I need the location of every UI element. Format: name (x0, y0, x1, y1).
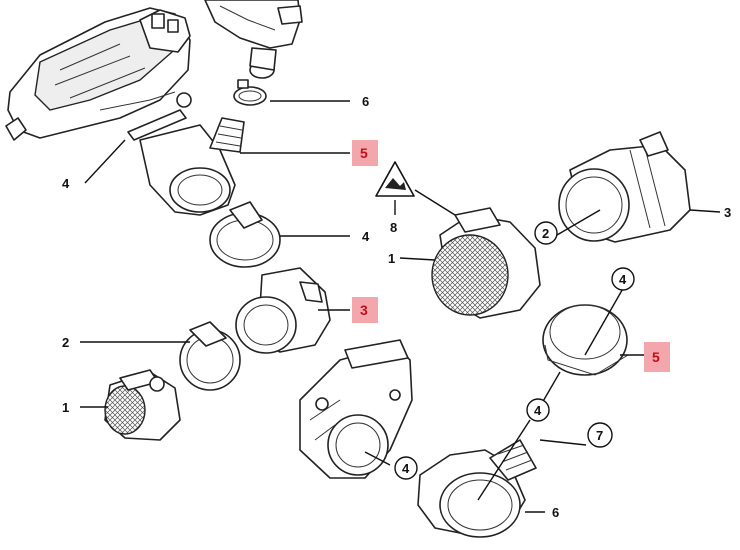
label-7-circle (587, 422, 613, 448)
rubber-boot-right-3 (558, 131, 691, 243)
label-4-left: 4 (62, 176, 70, 191)
intake-boot-upper (139, 117, 245, 216)
air-filter-housing (5, 7, 191, 141)
hose-clamp-2-left (179, 321, 241, 391)
label-6-bottom: 6 (552, 505, 559, 520)
label-3-highlight: 3 (352, 297, 378, 323)
label-4-throttle-circle (394, 456, 418, 480)
label-3-left: 3 (360, 302, 368, 318)
label-7: 7 (596, 428, 603, 443)
throttle-body (299, 339, 413, 479)
sealing-ring-5 (542, 304, 629, 376)
label-5-right: 5 (652, 349, 660, 365)
label-4-right-circle (611, 267, 635, 291)
label-2-right: 2 (542, 226, 549, 241)
label-2-left: 2 (62, 335, 69, 350)
label-4-lower-circle (526, 398, 550, 422)
leader-lines (80, 100, 721, 513)
rubber-coupling-3 (235, 267, 331, 354)
top-center-component (204, 0, 303, 79)
hose-clamp-6-top (233, 79, 267, 106)
hose-clamp-4-mid (209, 201, 281, 268)
label-4-lower: 4 (534, 403, 542, 418)
label-4-right: 4 (619, 272, 627, 287)
label-3-right: 3 (724, 205, 731, 220)
label-4-throttle: 4 (402, 461, 410, 476)
air-mass-meter-left (104, 369, 181, 441)
warning-triangle-sign (375, 161, 415, 197)
air-mass-meter-right (431, 207, 541, 319)
callout-labels: 6 5 4 4 3 2 1 1 8 2 3 4 5 4 4 7 6 (62, 94, 731, 520)
housing-clamp-bolt (127, 92, 192, 141)
label-1-right: 1 (388, 251, 395, 266)
label-4-clamp: 4 (362, 229, 370, 244)
label-5-top: 5 (360, 145, 368, 161)
label-2-right-circle (534, 221, 558, 245)
label-6-top: 6 (362, 94, 369, 109)
label-8: 8 (390, 220, 397, 235)
label-1-left: 1 (62, 400, 69, 415)
elbow-hose-6 (417, 439, 537, 538)
label-5-right-highlight: 5 (644, 342, 670, 372)
label-5-top-highlight: 5 (352, 140, 378, 166)
